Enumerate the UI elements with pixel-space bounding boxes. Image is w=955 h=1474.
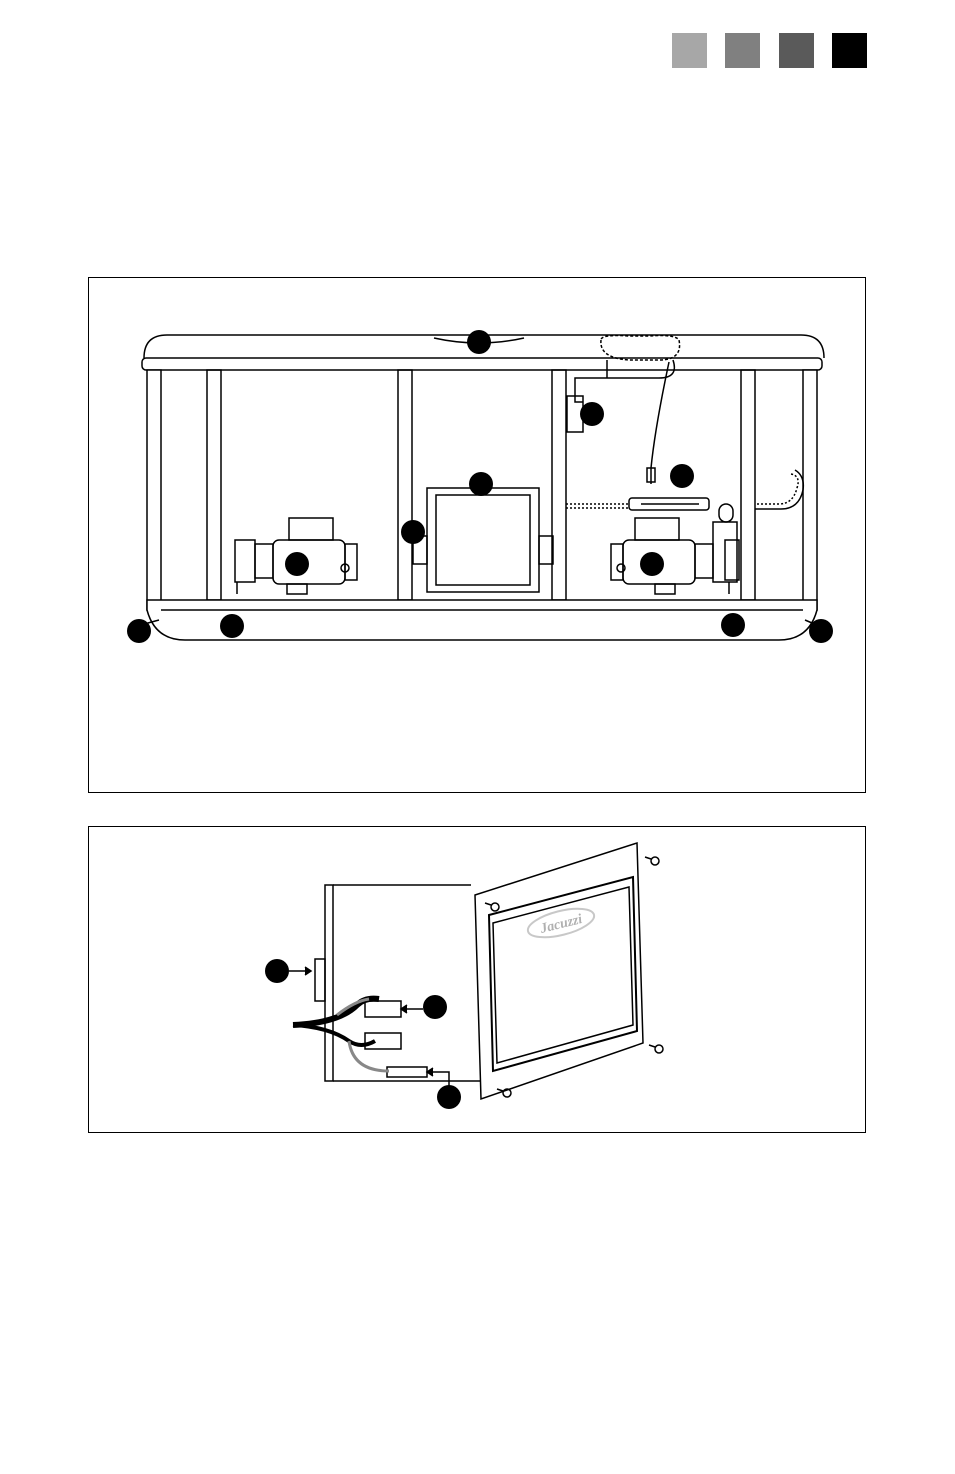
callout-marker-5 [401, 520, 425, 544]
screw-top-right [645, 857, 659, 865]
tub-base [147, 600, 817, 640]
left-pump-motor [273, 540, 345, 584]
swatch-black [832, 33, 867, 68]
control-box-figure: Jacuzzi [88, 826, 866, 1133]
callout-marker-7 [640, 552, 664, 576]
left-wall [147, 370, 161, 610]
callout-marker-b [423, 995, 447, 1019]
terminal-block-left [315, 959, 325, 1001]
left-pump-box [289, 518, 333, 540]
swatch-light-gray [672, 33, 707, 68]
back-plate-edge [325, 885, 333, 1081]
tub-rim [142, 358, 822, 370]
right-pump-box [635, 518, 679, 540]
power-cable [293, 999, 379, 1025]
callout-marker-11 [809, 619, 833, 643]
callout-marker-3 [670, 464, 694, 488]
air-hose-coil [601, 336, 680, 361]
screw-bottom-right [649, 1045, 663, 1053]
callout-marker-9 [220, 614, 244, 638]
frame-post-3 [552, 370, 566, 600]
swatch-dark-gray [779, 33, 814, 68]
callout-marker-6 [285, 552, 309, 576]
left-pump-flange [235, 540, 255, 582]
relay-block-top [365, 1001, 401, 1017]
relay-block-bottom [365, 1033, 401, 1049]
control-box-right-connector [539, 536, 553, 564]
callout-marker-c [437, 1085, 461, 1109]
tub-equipment-figure [88, 277, 866, 793]
callout-marker-8 [127, 619, 151, 643]
control-box-screen [436, 495, 530, 585]
swatch-mid-gray [725, 33, 760, 68]
control-box-frame [427, 488, 539, 592]
frame-post-2 [398, 370, 412, 600]
callout-marker-a [265, 959, 289, 983]
control-box-diagram: Jacuzzi [89, 827, 867, 1134]
callout-marker-10 [721, 613, 745, 637]
callout-marker-1 [467, 330, 491, 354]
frame-post-1 [207, 370, 221, 600]
drain-hose [757, 474, 798, 504]
tub-equipment-diagram [89, 278, 867, 794]
air-hose [651, 362, 669, 484]
callout-marker-4 [469, 472, 493, 496]
terminal-strip-bottom [387, 1067, 427, 1077]
right-wall [803, 370, 817, 610]
frame-post-4 [741, 370, 755, 600]
callout-marker-2 [580, 402, 604, 426]
